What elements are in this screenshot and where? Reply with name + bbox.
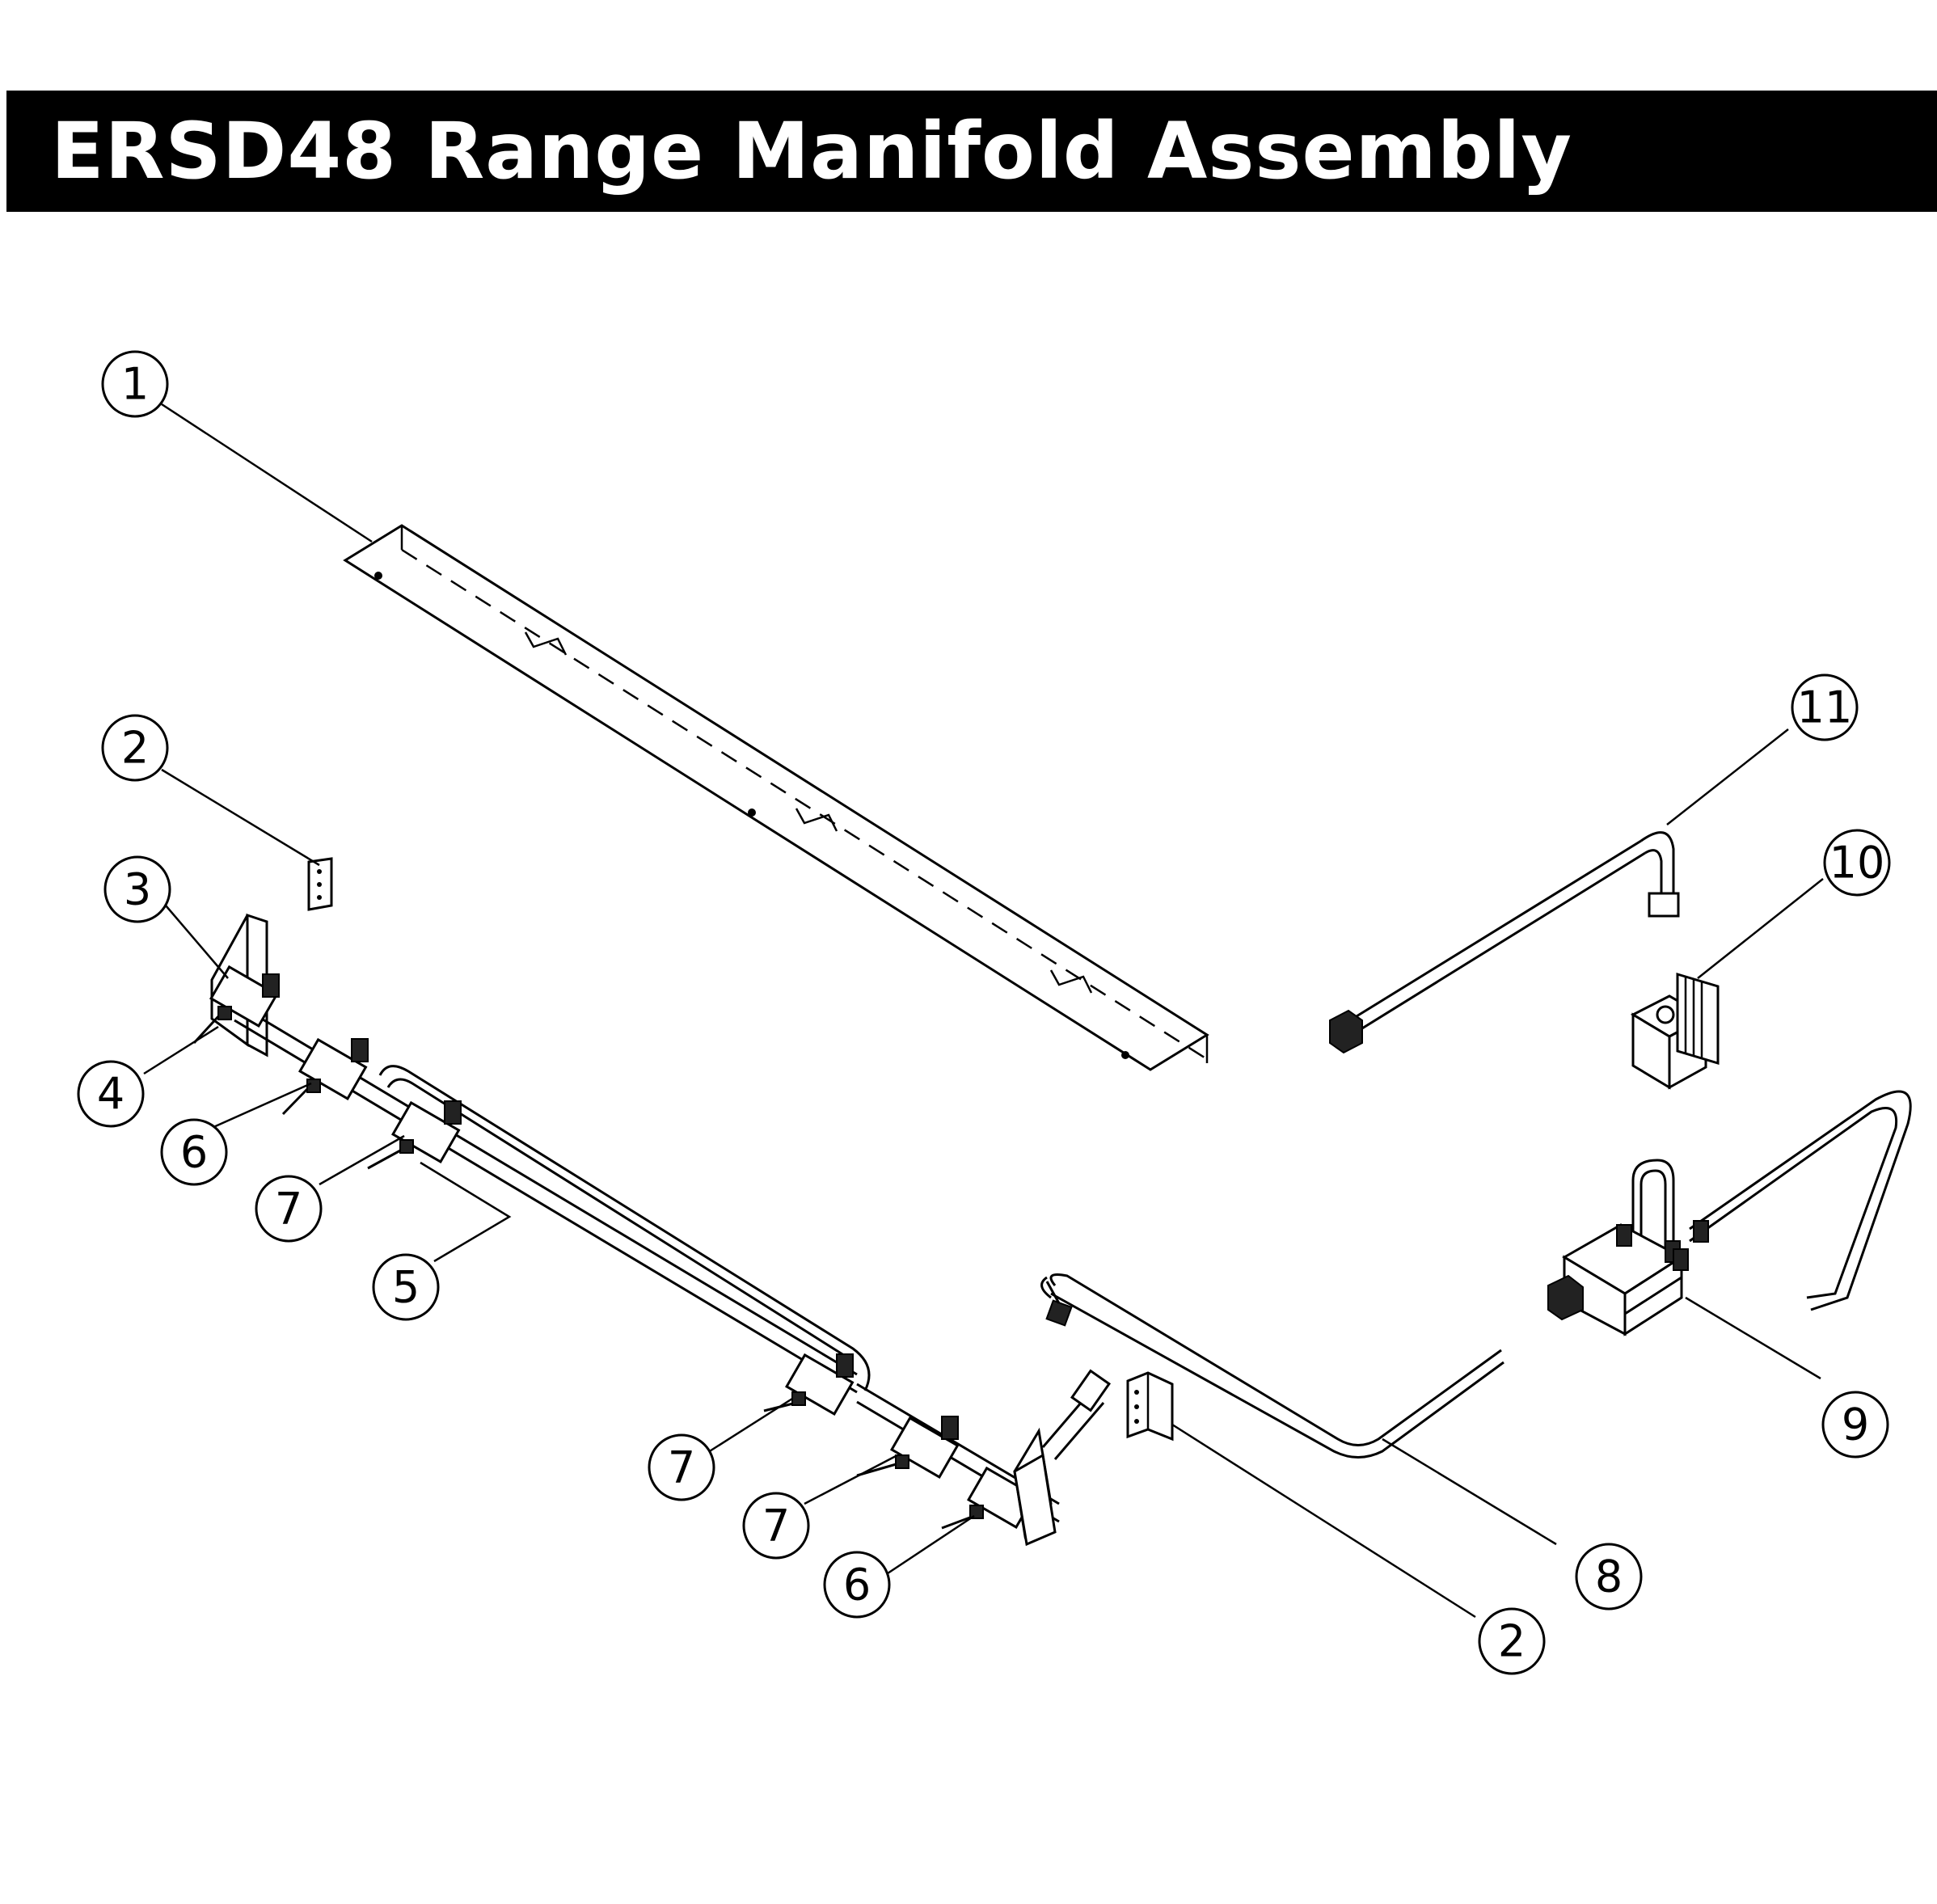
callout-10: 10 bbox=[1823, 829, 1891, 897]
callout-10-label: 10 bbox=[1829, 838, 1885, 889]
callout-11: 11 bbox=[1791, 673, 1859, 741]
callout-8: 8 bbox=[1575, 1543, 1643, 1611]
page-title: ERSD48 Range Manifold Assembly bbox=[51, 106, 1572, 196]
gas-tube-part bbox=[1329, 831, 1680, 1054]
callout-7-left-label: 7 bbox=[275, 1184, 302, 1235]
valve-group-left bbox=[192, 965, 462, 1170]
callout-5: 5 bbox=[372, 1253, 440, 1321]
callout-11-label: 11 bbox=[1797, 682, 1853, 733]
leader-lines bbox=[143, 403, 1824, 1619]
callout-2-right: 2 bbox=[1478, 1607, 1546, 1675]
block-part bbox=[1630, 972, 1720, 1090]
callout-3-label: 3 bbox=[124, 864, 151, 915]
callout-7-right-a: 7 bbox=[648, 1433, 715, 1501]
callout-5-label: 5 bbox=[392, 1262, 420, 1313]
callout-7-right-b-label: 7 bbox=[762, 1501, 790, 1551]
callout-9: 9 bbox=[1821, 1391, 1889, 1459]
title-bar: ERSD48 Range Manifold Assembly bbox=[6, 91, 1937, 212]
callout-6-left-label: 6 bbox=[180, 1127, 208, 1178]
regulator-part bbox=[1547, 1090, 1912, 1336]
callout-2-left: 2 bbox=[101, 714, 169, 782]
callout-9-label: 9 bbox=[1842, 1400, 1869, 1450]
pipe-part bbox=[1040, 1273, 1504, 1459]
callout-1-label: 1 bbox=[121, 359, 149, 410]
callout-7-right-a-label: 7 bbox=[668, 1442, 695, 1493]
callout-8-label: 8 bbox=[1595, 1551, 1623, 1602]
callout-4-label: 4 bbox=[97, 1069, 124, 1120]
callout-7-right-b: 7 bbox=[742, 1492, 810, 1560]
callout-6-right-label: 6 bbox=[843, 1560, 871, 1611]
bracket-left-part bbox=[307, 857, 333, 911]
callout-4: 4 bbox=[77, 1060, 145, 1128]
callout-6-left: 6 bbox=[160, 1118, 228, 1186]
callout-2-right-label: 2 bbox=[1498, 1616, 1526, 1667]
callout-3: 3 bbox=[103, 855, 171, 923]
bracket-right-part bbox=[1126, 1371, 1174, 1442]
callout-1: 1 bbox=[101, 350, 169, 418]
callout-2-left-label: 2 bbox=[121, 723, 149, 774]
valve-group-right bbox=[763, 1353, 1112, 1547]
rail-part bbox=[343, 524, 1209, 1071]
callout-7-left: 7 bbox=[255, 1175, 323, 1243]
callout-6-right: 6 bbox=[823, 1551, 891, 1619]
